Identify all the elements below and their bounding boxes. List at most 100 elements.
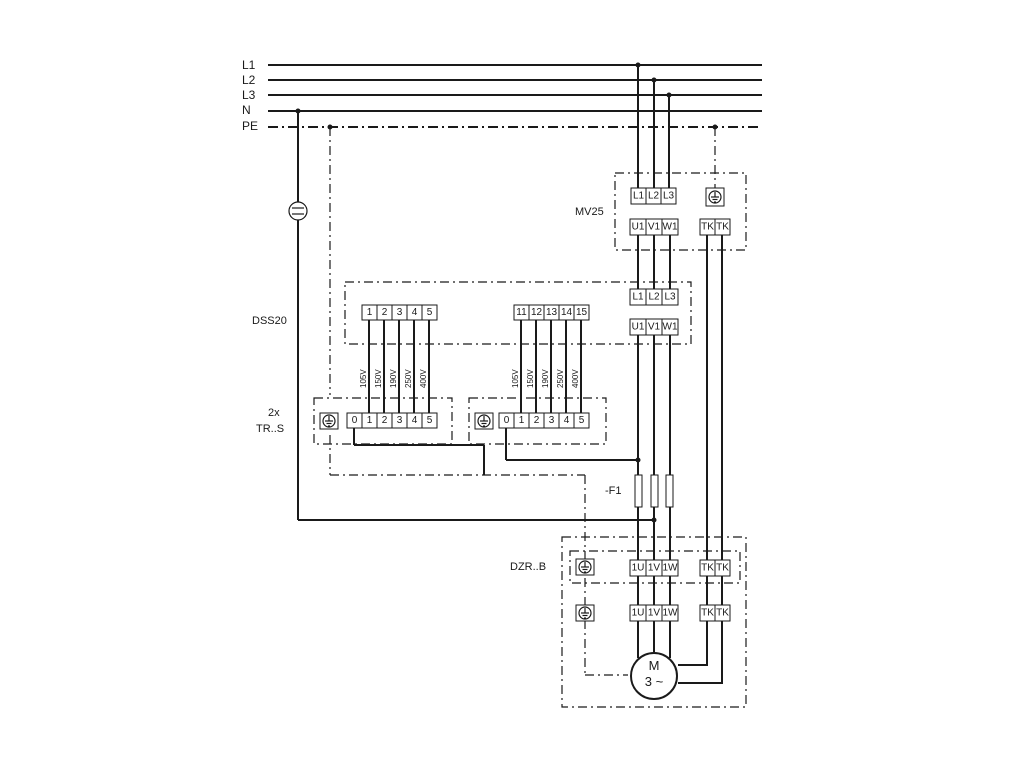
dzr-tk-terminal: TK <box>716 608 729 619</box>
tr-terminal: 5 <box>579 415 585 426</box>
capacitor-icon <box>288 201 308 221</box>
neutral-wire <box>288 111 657 523</box>
voltage-label: 190V <box>541 369 550 388</box>
tr-terminal: 4 <box>564 415 570 426</box>
ground-icon <box>575 558 595 576</box>
dzr-lower-terminal-strip: 1U 1V 1W TK TK <box>629 604 731 622</box>
dzr-outer-frame <box>561 536 747 708</box>
tr-terminal: 1 <box>367 415 373 426</box>
tr-terminal: 2 <box>534 415 540 426</box>
fuse-icon <box>634 474 643 508</box>
phase-wires <box>637 65 671 560</box>
mv25-output-strip: U1 V1 W1 <box>629 218 679 236</box>
dss20-output-terminal: U1 <box>632 322 645 333</box>
voltage-label: 105V <box>359 369 368 388</box>
tr-count-label: 2x <box>268 407 280 419</box>
tk-wires <box>706 235 723 560</box>
dss20-terminal: 12 <box>531 307 543 318</box>
mv25-input-terminal: L1 <box>633 191 645 202</box>
dzr-terminal: 1U <box>632 563 645 574</box>
voltage-label: 150V <box>374 369 383 388</box>
tr-name-label: TR..S <box>256 423 284 435</box>
dss20-input-terminal: L3 <box>664 292 676 303</box>
fuse-icon <box>665 474 674 508</box>
dzr-terminal: 1V <box>648 563 661 574</box>
dss20-frame <box>344 281 692 345</box>
voltage-label: 250V <box>404 369 413 388</box>
dzr-module: DZR..B 1U 1V 1W TK TK <box>510 536 747 708</box>
bus-label-l1: L1 <box>242 58 256 72</box>
dss20-terminal: 14 <box>561 307 573 318</box>
dzr-terminal: 1W <box>663 563 679 574</box>
mv25-output-terminal: V1 <box>648 222 661 233</box>
mv25-tk-terminal: TK <box>701 222 714 233</box>
dzr-terminal: 1V <box>648 608 661 619</box>
tr-terminal: 5 <box>427 415 433 426</box>
tr-terminal: 0 <box>504 415 510 426</box>
tr-terminal: 2 <box>382 415 388 426</box>
dss20-terminal: 3 <box>397 307 403 318</box>
dzr-label: DZR..B <box>510 561 546 573</box>
supply-bus: L1 L2 L3 N PE <box>242 58 762 133</box>
voltage-label: 105V <box>511 369 520 388</box>
dzr-tk-terminal: TK <box>701 563 714 574</box>
ground-icon <box>575 604 595 622</box>
mv25-input-terminal: L3 <box>663 191 675 202</box>
fuse-icon <box>650 474 659 508</box>
mv25-output-terminal: U1 <box>632 222 645 233</box>
transformer-a: 0 1 2 3 4 5 <box>313 397 453 445</box>
voltage-label: 400V <box>571 369 580 388</box>
dzr-tk-terminal: TK <box>716 563 729 574</box>
motor-icon: M 3 ~ <box>630 652 678 700</box>
transformer-b-frame <box>468 397 607 445</box>
bus-label-pe: PE <box>242 119 258 133</box>
fuse-group: -F1 <box>605 474 674 508</box>
ground-icon <box>319 412 339 430</box>
dzr-terminal: 1W <box>663 608 679 619</box>
dss20-terminal: 4 <box>412 307 418 318</box>
dss20-terminal: 15 <box>576 307 588 318</box>
dss20-terminal: 5 <box>427 307 433 318</box>
tr-terminal: 3 <box>549 415 555 426</box>
dss20-terminal: 1 <box>367 307 373 318</box>
mv25-input-strip: L1 L2 L3 <box>630 187 677 205</box>
transformer-common-wires <box>353 428 641 475</box>
bus-label-n: N <box>242 103 251 117</box>
mv25-module: MV25 L1 L2 L3 U1 V1 W1 TK TK <box>575 172 747 251</box>
dss20-input-terminal: L1 <box>632 292 644 303</box>
dss20-terminal-group-b: 11 12 13 14 15 <box>513 304 590 321</box>
voltage-labels-group-a: 105V 150V 190V 250V 400V <box>359 369 428 388</box>
ground-icon <box>474 412 494 430</box>
dss20-output-strip: U1 V1 W1 <box>629 318 679 336</box>
dss20-terminal-group-a: 1 2 3 4 5 <box>361 304 438 321</box>
tr-terminal: 1 <box>519 415 525 426</box>
dss20-module: DSS20 L1 L2 L3 U1 V1 W1 1 2 3 4 5 11 12 … <box>252 281 692 345</box>
tr-terminal: 3 <box>397 415 403 426</box>
dss20-input-terminal: L2 <box>648 292 660 303</box>
mv25-tk-strip: TK TK <box>699 218 731 236</box>
dzr-tk-terminal: TK <box>701 608 714 619</box>
pe-wires <box>329 127 716 676</box>
fuse-label: -F1 <box>605 485 622 497</box>
tr-terminal: 4 <box>412 415 418 426</box>
voltage-label: 250V <box>556 369 565 388</box>
dss20-terminal: 2 <box>382 307 388 318</box>
dss20-input-strip: L1 L2 L3 <box>629 288 679 306</box>
voltage-label: 190V <box>389 369 398 388</box>
tr-terminal: 0 <box>352 415 358 426</box>
voltage-labels-group-b: 105V 150V 190V 250V 400V <box>511 369 580 388</box>
mv25-label: MV25 <box>575 206 604 218</box>
dzr-upper-terminal-strip: 1U 1V 1W TK TK <box>629 559 731 577</box>
dss20-terminal: 13 <box>546 307 558 318</box>
transformer-b: 0 1 2 3 4 5 <box>468 397 607 445</box>
mv25-output-terminal: W1 <box>663 222 678 233</box>
mv25-input-terminal: L2 <box>648 191 660 202</box>
motor-label: M <box>649 658 660 673</box>
dzr-terminal: 1U <box>632 608 645 619</box>
dss20-terminal: 11 <box>516 307 527 318</box>
tap-wires <box>368 320 582 413</box>
dss20-label: DSS20 <box>252 315 287 327</box>
mv25-tk-terminal: TK <box>716 222 729 233</box>
dss20-output-terminal: W1 <box>663 322 678 333</box>
